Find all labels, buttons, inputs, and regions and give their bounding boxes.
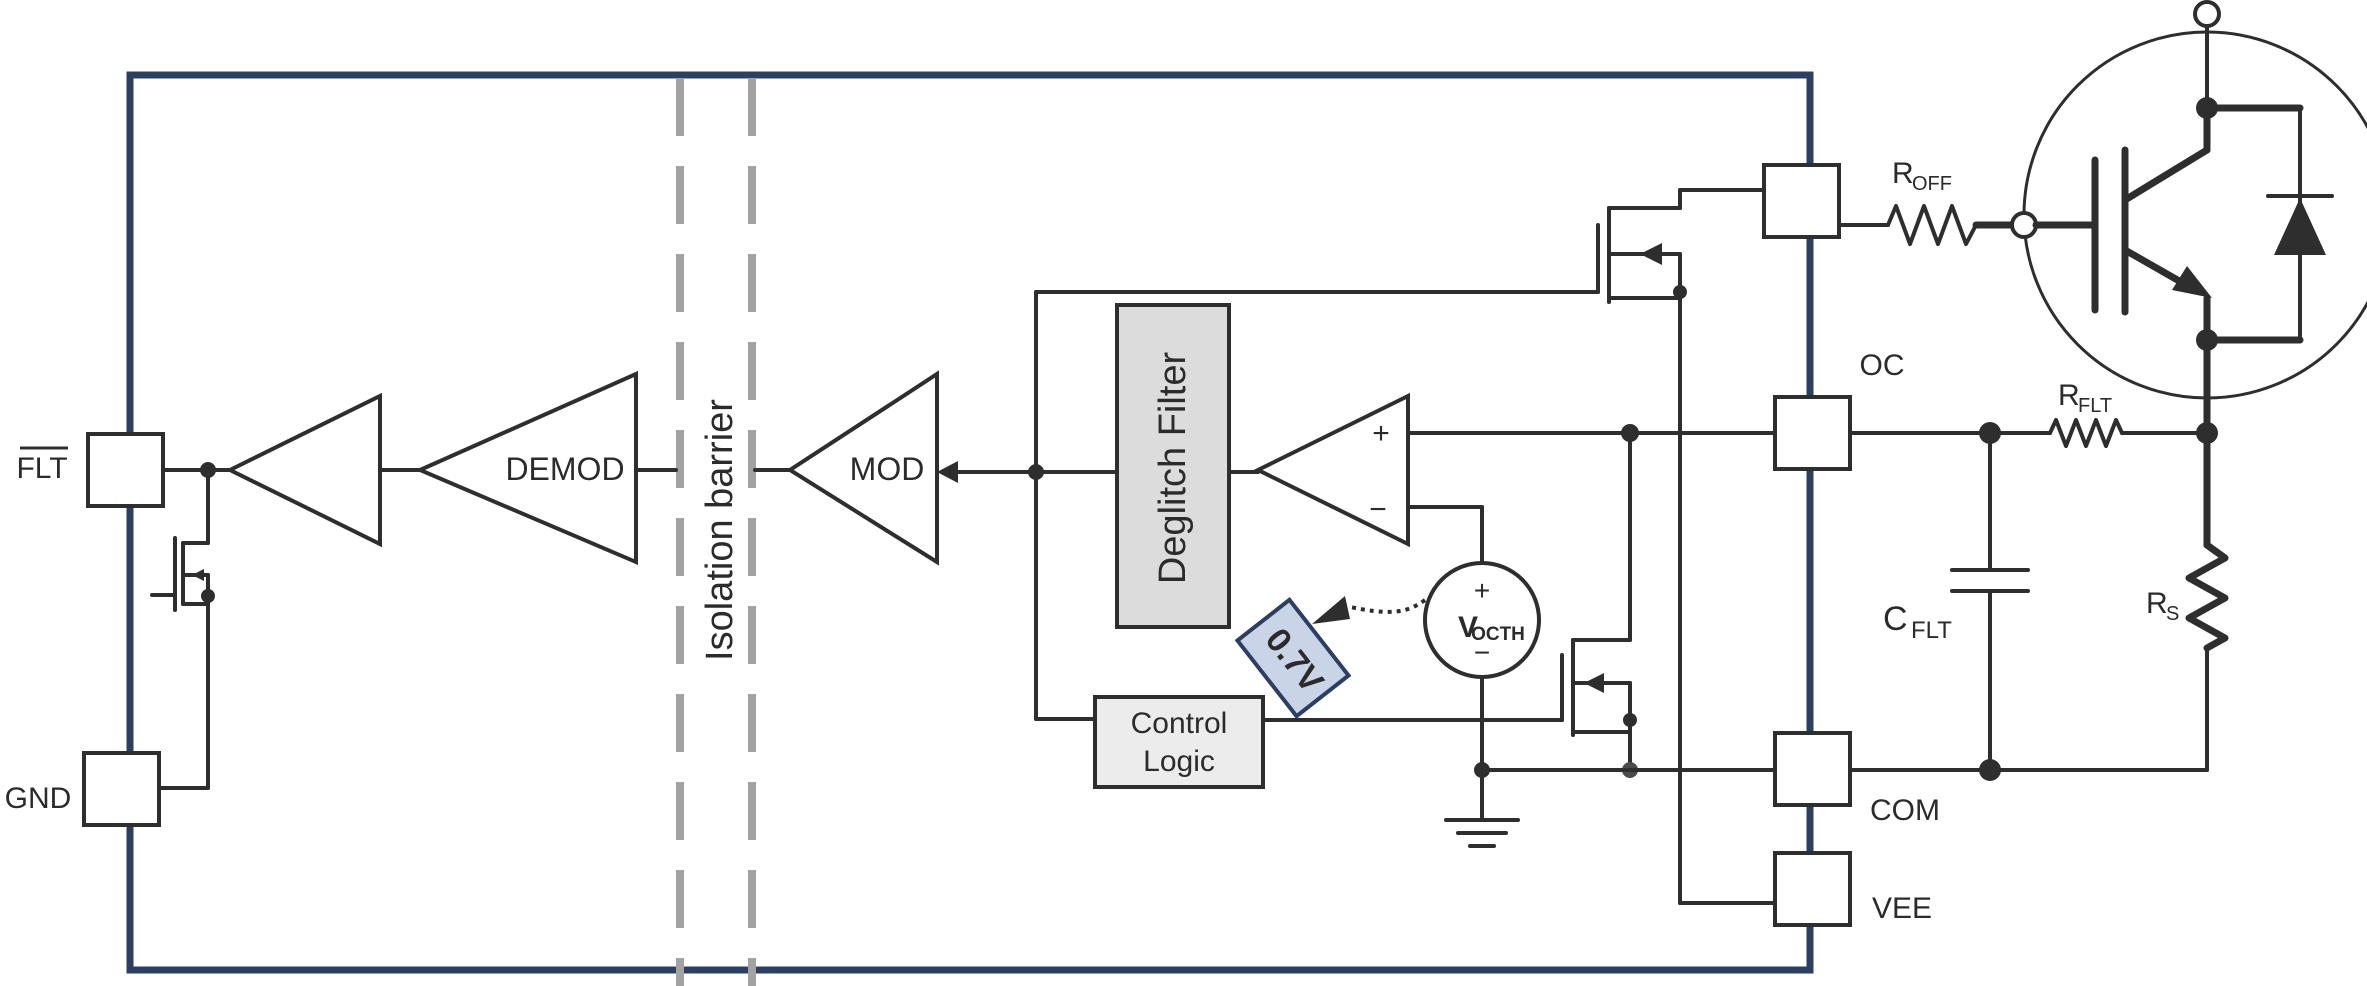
- vocth-sub: OCTH: [1471, 624, 1525, 645]
- vee-pin-label: VEE: [1872, 892, 1932, 925]
- com-pin: [1773, 731, 1852, 807]
- output-buffer: [225, 392, 382, 548]
- control-logic: [1093, 695, 1265, 789]
- deglitch-filter: [1115, 303, 1231, 629]
- roff-sub: OFF: [1912, 173, 1952, 195]
- control-logic-line2: Logic: [1143, 745, 1215, 778]
- igbt-symbol: [2032, 24, 2334, 351]
- deglitch-filter-label: Deglitch Filter: [1152, 352, 1194, 585]
- vocth-plus: +: [1474, 575, 1490, 606]
- mod-block: [786, 370, 939, 566]
- roff-resistor: [1886, 204, 1978, 246]
- out-pin: [1762, 163, 1841, 239]
- vocth-minus: −: [1474, 637, 1490, 668]
- roff-main: R: [1892, 157, 1914, 190]
- comparator-plus: +: [1372, 417, 1390, 450]
- cflt-main: C: [1883, 600, 1908, 638]
- flt-pulldown-mosfet: [150, 468, 215, 790]
- control-logic-line1: Control: [1131, 707, 1228, 740]
- isolation-barrier: [676, 78, 756, 986]
- cflt-capacitor: [1950, 431, 2030, 772]
- comparator-minus: −: [1369, 493, 1387, 526]
- gnd-pin-label: GND: [5, 782, 72, 815]
- oc-pin-label: OC: [1860, 349, 1905, 382]
- rflt-sub: FLT: [2078, 395, 2112, 417]
- oc-pin: [1773, 395, 1852, 471]
- rflt-resistor: [2048, 418, 2124, 448]
- igbt-package: [2022, 30, 2367, 400]
- gnd-pin: [82, 751, 161, 827]
- flt-pin: [86, 432, 165, 508]
- com-pin-label: COM: [1870, 794, 1940, 827]
- gate-terminal: [2010, 211, 2038, 239]
- ground-symbol: [1444, 768, 1520, 848]
- oc-comparator: [1253, 392, 1410, 548]
- rs-main: R: [2146, 587, 2168, 620]
- rs-sub: S: [2166, 603, 2179, 625]
- flt-pin-label: FLT: [16, 452, 67, 485]
- vee-pin: [1773, 851, 1852, 927]
- rs-resistor: [2185, 541, 2229, 652]
- cflt-sub: FLT: [1911, 617, 1952, 644]
- collector-terminal: [2193, 0, 2221, 28]
- mod-label: MOD: [850, 451, 925, 487]
- isolation-barrier-label: Isolation barrier: [699, 399, 741, 661]
- package-outline: [126, 71, 1814, 974]
- oc-clamp-mosfet: [1560, 431, 1638, 778]
- turnoff-mosfet: [1596, 188, 1777, 905]
- vocth-main: V: [1458, 611, 1478, 644]
- demod-label: DEMOD: [505, 451, 624, 487]
- rflt-main: R: [2058, 379, 2080, 412]
